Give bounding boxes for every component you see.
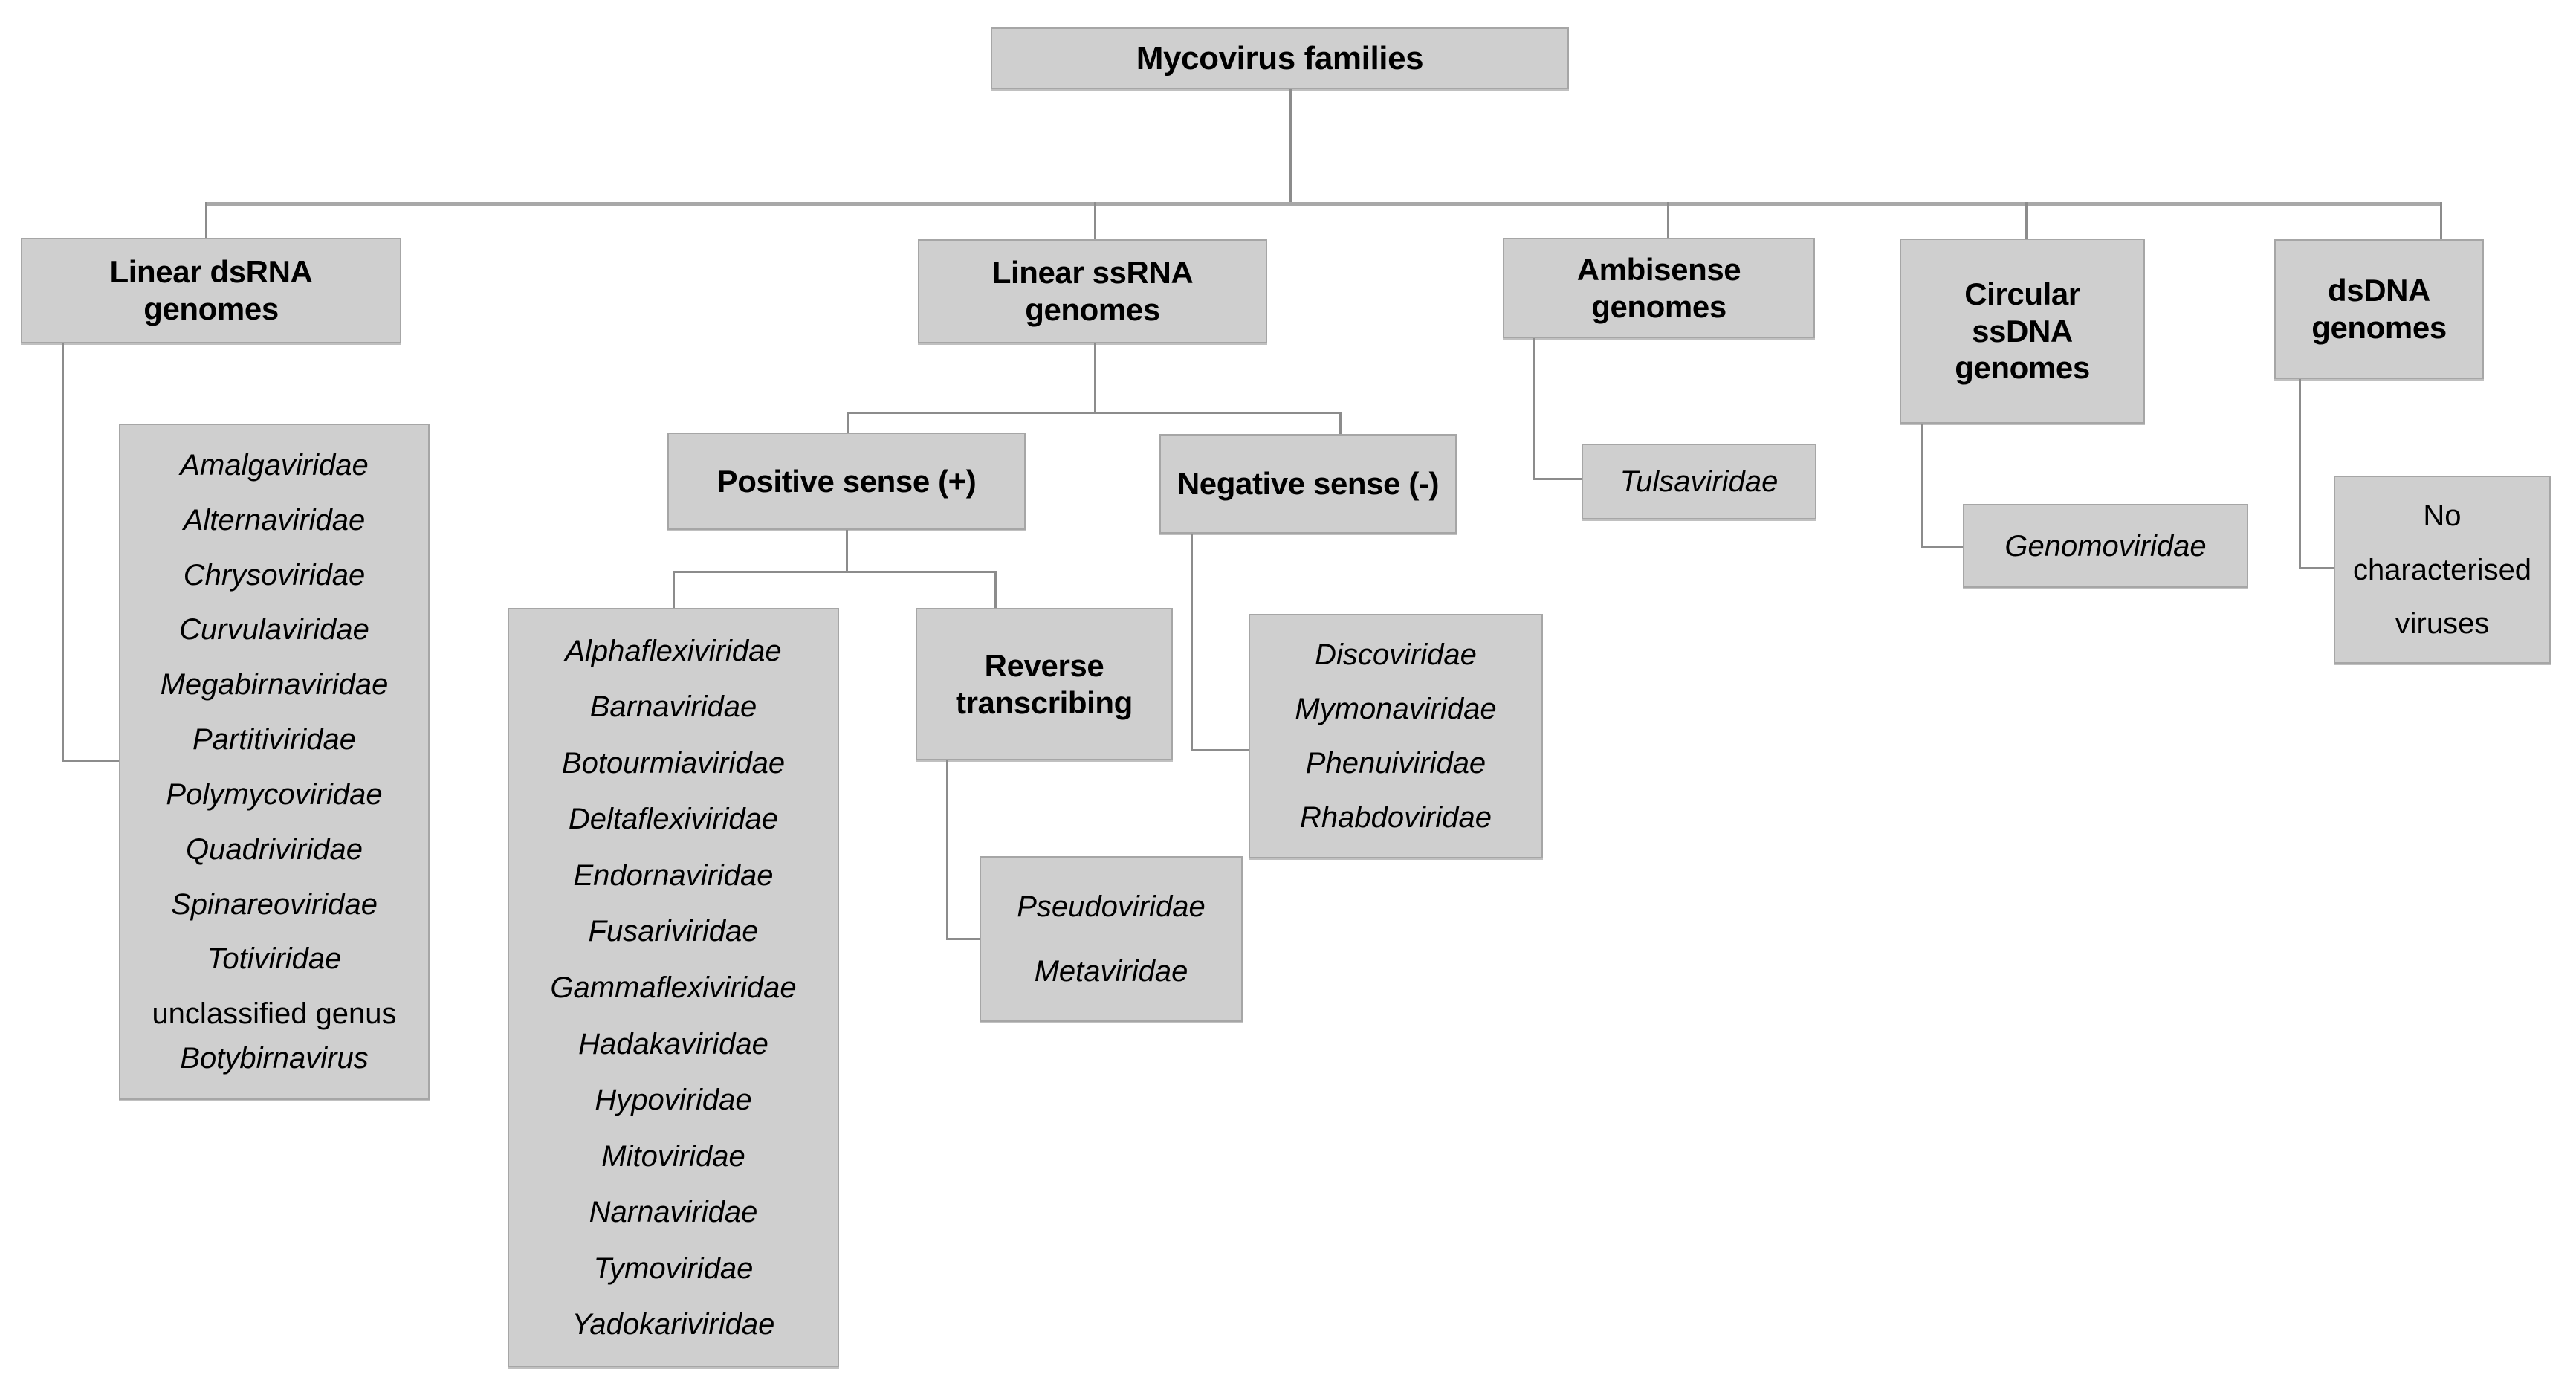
dsdna-note-line-2: characterised: [2352, 553, 2532, 586]
linear-ssrna-label-line-2: genomes: [1025, 292, 1160, 327]
connector-drop-reverse-transcribing: [994, 571, 997, 609]
connector-rt-elbow-vertical: [946, 758, 948, 940]
circular-ssdna-label-line-3: genomes: [1955, 350, 2090, 386]
list-reverse-transcribing-families[interactable]: Pseudoviridae Metaviridae: [980, 856, 1243, 1022]
family-alphaflexiviridae: Alphaflexiviridae: [565, 634, 782, 667]
connector-root-stem: [1289, 88, 1292, 204]
linear-ssrna-label-line-1: Linear ssRNA: [991, 255, 1194, 291]
connector-drop-positive-sense: [847, 412, 849, 434]
family-barnaviridae: Barnaviridae: [589, 690, 757, 724]
connector-drop-linear-ssrna: [1094, 202, 1096, 239]
connector-drop-ambisense: [1667, 202, 1669, 239]
family-pseudoviridae: Pseudoviridae: [1017, 890, 1206, 924]
list-linear-dsrna-families[interactable]: Amalgaviridae Alternaviridae Chrysovirid…: [119, 424, 430, 1100]
node-ambisense[interactable]: Ambisense genomes: [1503, 238, 1815, 338]
family-curvulaviridae: Curvulaviridae: [179, 613, 369, 647]
family-partitiviridae: Partitiviridae: [192, 723, 357, 757]
linear-dsrna-label-line-2: genomes: [143, 291, 279, 326]
connector-ssdna-elbow-vertical: [1921, 424, 1923, 548]
family-narnaviridae: Narnaviridae: [589, 1196, 758, 1229]
list-circular-ssdna-families[interactable]: Genomoviridae: [1963, 504, 2248, 588]
circular-ssdna-label-line-2: ssDNA: [1972, 313, 2073, 349]
family-discoviridae: Discoviridae: [1315, 638, 1477, 671]
connector-top-bar: [205, 202, 2442, 206]
connector-drop-linear-dsrna: [205, 202, 207, 239]
connector-dsrna-elbow-horizontal: [62, 760, 121, 762]
family-fusariviridae: Fusariviridae: [588, 915, 759, 948]
family-alternaviridae: Alternaviridae: [183, 503, 366, 537]
list-ambisense-families[interactable]: Tulsaviridae: [1582, 444, 1816, 519]
family-totiviridae: Totiviridae: [207, 942, 342, 976]
family-tulsaviridae: Tulsaviridae: [1619, 465, 1779, 498]
connector-ambisense-elbow-horizontal: [1533, 478, 1584, 480]
family-deltaflexiviridae: Deltaflexiviridae: [568, 803, 779, 836]
label-unclassified-genus: unclassified genus: [152, 997, 397, 1031]
family-hypoviridae: Hypoviridae: [595, 1084, 752, 1117]
root-label: Mycovirus families: [1136, 39, 1424, 77]
connector-ambisense-elbow-vertical: [1533, 338, 1535, 479]
family-rhabdoviridae: Rhabdoviridae: [1300, 801, 1492, 834]
connector-ssdna-elbow-horizontal: [1921, 546, 1964, 548]
connector-dsrna-elbow-vertical: [62, 342, 64, 761]
family-endornaviridae: Endornaviridae: [573, 858, 774, 892]
family-phenuiviridae: Phenuiviridae: [1305, 747, 1486, 780]
connector-drop-positive-list: [673, 571, 675, 609]
connector-rt-elbow-horizontal: [946, 938, 982, 940]
connector-drop-circular-ssdna: [2025, 202, 2028, 239]
node-negative-sense[interactable]: Negative sense (-): [1159, 434, 1457, 534]
connector-dsdna-elbow-horizontal: [2299, 567, 2336, 569]
family-genomoviridae: Genomoviridae: [2004, 529, 2207, 563]
family-mitoviridae: Mitoviridae: [601, 1139, 745, 1173]
dsdna-label-line-1: dsDNA: [2327, 273, 2430, 308]
genus-botybirnavirus: Botybirnavirus: [180, 1042, 369, 1075]
positive-sense-label: Positive sense (+): [716, 463, 977, 499]
family-quadriviridae: Quadriviridae: [186, 832, 363, 866]
connector-ssrna-split-bar: [847, 412, 1342, 414]
linear-dsrna-label-line-1: Linear dsRNA: [109, 254, 313, 290]
list-negative-sense-families[interactable]: Discoviridae Mymonaviridae Phenuiviridae…: [1249, 614, 1543, 858]
family-megabirnaviridae: Megabirnaviridae: [160, 668, 389, 702]
family-amalgaviridae: Amalgaviridae: [180, 448, 369, 482]
connector-drop-negative-sense: [1339, 412, 1342, 434]
connector-negative-elbow-vertical: [1191, 534, 1193, 751]
dsdna-label-line-2: genomes: [2311, 310, 2447, 345]
family-chrysoviridae: Chrysoviridae: [183, 558, 366, 592]
node-linear-ssrna[interactable]: Linear ssRNA genomes: [918, 239, 1267, 343]
list-positive-sense-families[interactable]: Alphaflexiviridae Barnaviridae Botourmia…: [508, 608, 839, 1367]
node-linear-dsrna[interactable]: Linear dsRNA genomes: [21, 238, 401, 343]
family-metaviridae: Metaviridae: [1034, 954, 1188, 988]
negative-sense-label: Negative sense (-): [1177, 466, 1440, 502]
ambisense-label-line-1: Ambisense: [1576, 251, 1741, 287]
connector-positive-split-bar: [673, 571, 997, 573]
note-dsdna-no-characterised-viruses[interactable]: No characterised viruses: [2334, 476, 2551, 664]
node-dsdna[interactable]: dsDNA genomes: [2274, 239, 2484, 379]
connector-ssrna-stem: [1094, 343, 1096, 412]
dsdna-note-line-1: No: [2423, 499, 2462, 533]
node-root[interactable]: Mycovirus families: [991, 27, 1569, 89]
family-yadokariviridae: Yadokariviridae: [572, 1308, 775, 1341]
family-polymycoviridae: Polymycoviridae: [166, 777, 383, 811]
node-circular-ssdna[interactable]: Circular ssDNA genomes: [1900, 239, 2145, 424]
reverse-transcribing-label-line-1: Reverse: [984, 647, 1104, 683]
family-gammaflexiviridae: Gammaflexiviridae: [550, 971, 797, 1004]
circular-ssdna-label-line-1: Circular: [1964, 276, 2080, 312]
family-tymoviridae: Tymoviridae: [593, 1252, 754, 1285]
node-reverse-transcribing[interactable]: Reverse transcribing: [916, 608, 1173, 760]
connector-negative-elbow-horizontal: [1191, 749, 1250, 751]
node-positive-sense[interactable]: Positive sense (+): [667, 433, 1026, 530]
family-hadakaviridae: Hadakaviridae: [578, 1027, 768, 1061]
reverse-transcribing-label-line-2: transcribing: [956, 684, 1133, 720]
connector-positive-stem: [846, 530, 848, 572]
dsdna-note-line-3: viruses: [2395, 606, 2490, 640]
connector-drop-dsdna: [2440, 202, 2442, 239]
family-mymonaviridae: Mymonaviridae: [1295, 693, 1497, 725]
family-botourmiaviridae: Botourmiaviridae: [561, 746, 786, 780]
ambisense-label-line-2: genomes: [1591, 288, 1726, 324]
connector-dsdna-elbow-vertical: [2299, 379, 2301, 569]
family-spinareoviridae: Spinareoviridae: [171, 887, 378, 921]
